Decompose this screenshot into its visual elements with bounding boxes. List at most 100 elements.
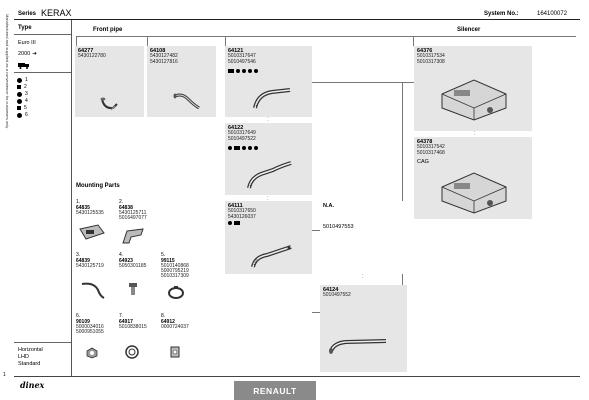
part-number: 64838 xyxy=(119,205,133,211)
mounting-part-64839[interactable]: 3. 64839 5430125719 xyxy=(76,252,118,302)
intermediate-pipe-drawing xyxy=(247,161,292,189)
dinex-logo: dinex xyxy=(20,380,45,390)
oem-ref: 5010497553 xyxy=(323,224,354,230)
footer-bar: dinex RENAULT xyxy=(14,376,580,400)
fitting-icon xyxy=(17,77,22,83)
clamp-drawing xyxy=(168,286,184,299)
legend-symbol-4: 4 xyxy=(17,98,28,104)
oem-ref: 5430122780 xyxy=(78,53,106,59)
bolt-drawing xyxy=(129,283,137,295)
connector-line xyxy=(402,82,414,83)
mounting-part-64912[interactable]: 8. 64912 0000724037 xyxy=(161,313,203,363)
legend-symbol-1: 1 xyxy=(17,77,28,83)
fitting-icon xyxy=(236,69,240,73)
drive-side-label: LHD xyxy=(18,354,30,360)
oem-ref: 0000724037 xyxy=(161,324,189,330)
fitting-icon xyxy=(254,146,258,150)
connector-line xyxy=(413,36,414,46)
nut-drawing xyxy=(86,347,98,359)
part-number: 64923 xyxy=(119,258,133,264)
fitting-icon xyxy=(248,69,252,73)
part-card-64124[interactable]: 64124 5010497552 xyxy=(320,285,407,372)
mounting-part-64917[interactable]: 7. 64917 5010838015 xyxy=(119,313,161,363)
gasket-icon xyxy=(17,91,22,97)
divider xyxy=(14,72,71,73)
oem-ref: 5010317649 xyxy=(228,130,256,136)
connector-line xyxy=(76,36,576,37)
series-label: Series xyxy=(18,11,37,17)
mounting-index: 7. xyxy=(119,313,124,319)
divider xyxy=(14,34,71,35)
mounting-part-64835[interactable]: 1. 64835 5430125535 xyxy=(76,199,118,249)
part-refs: 5010497552 xyxy=(323,292,351,299)
legend-symbol-label: 1 xyxy=(25,77,28,83)
bracket-drawing xyxy=(79,224,105,240)
oem-ref: 5010317308 xyxy=(417,58,445,65)
part-number: 99115 xyxy=(161,258,175,264)
series-value: KERAX xyxy=(41,8,72,18)
type-label: Type xyxy=(18,25,32,31)
part-card-64277[interactable]: 64277 5430122780 xyxy=(75,46,144,117)
fitting-icons xyxy=(228,146,258,150)
oem-ref: 5010497546 xyxy=(228,58,256,65)
oem-ref: 5430125711 xyxy=(119,210,147,216)
system-label: System No.: xyxy=(484,11,519,17)
fitting-icon xyxy=(228,146,232,150)
strap-drawing xyxy=(81,282,105,299)
oem-ref: 5430126037 xyxy=(228,213,256,220)
oem-ref: 5000034016 xyxy=(76,324,104,330)
mounting-index: 8. xyxy=(161,313,166,319)
part-number: 64124 xyxy=(323,287,339,293)
part-number: 64277 xyxy=(78,48,94,54)
fitting-icons xyxy=(228,69,258,73)
mounting-index: 3. xyxy=(76,252,81,258)
mounting-part-64923[interactable]: 4. 64923 5050301185 xyxy=(119,252,161,302)
fitting-icons xyxy=(228,221,240,225)
version-label: Standard xyxy=(18,361,41,367)
arrow-right-icon: ➔ xyxy=(32,51,37,57)
oem-ref: 5016497077 xyxy=(119,215,147,221)
part-number: 64121 xyxy=(228,48,244,54)
mounting-parts-title: Mounting Parts xyxy=(76,183,120,189)
part-refs: 5430122780 xyxy=(78,53,106,60)
part-number: 64917 xyxy=(119,319,133,325)
type-column: Type Euro III 2000 ➔ 1 2 3 4 5 6 Horizon… xyxy=(14,20,72,376)
year-value: 2000 xyxy=(18,51,31,57)
silencer-drawing xyxy=(441,172,507,214)
oem-ref: 5010317647 xyxy=(228,53,256,59)
mounting-part-99115[interactable]: 5. 99115 5010140868 5000795219 501031730… xyxy=(161,252,203,302)
part-card-na[interactable]: N.A. 5010497553 xyxy=(320,201,407,274)
flange-drawing xyxy=(170,346,180,358)
legend-symbol-5: 5 xyxy=(17,105,27,111)
oem-ref: 5000795219 xyxy=(161,268,189,274)
mounting-part-90109[interactable]: 6. 90109 5000034016 5000951055 xyxy=(76,313,118,363)
fitting-icon xyxy=(228,221,232,225)
legend-symbol-6: 6 xyxy=(17,112,28,118)
part-number: 64378 xyxy=(417,139,433,145)
part-number: 64839 xyxy=(76,258,90,264)
header-bar: Series KERAX System No.: 164100072 xyxy=(14,8,580,20)
bracket-icon xyxy=(17,106,21,110)
vertical-disclaimer: Manufactured and supplied as a convenien… xyxy=(2,14,10,148)
nut-icon xyxy=(17,112,22,118)
oem-ref: 5010140868 xyxy=(161,263,189,269)
legend-symbol-3: 3 xyxy=(17,91,28,97)
mounting-index: 4. xyxy=(119,252,124,258)
gasket-drawing xyxy=(125,345,139,359)
oem-ref: 5010838015 xyxy=(119,324,147,330)
connector-line xyxy=(147,36,148,46)
system-value: 164100072 xyxy=(537,11,568,17)
fitting-icon xyxy=(234,221,240,225)
mounting-part-64838[interactable]: 2. 64838 5430125711 5016497077 xyxy=(119,199,161,249)
fitting-icon xyxy=(254,69,258,73)
connector-line xyxy=(225,36,226,46)
